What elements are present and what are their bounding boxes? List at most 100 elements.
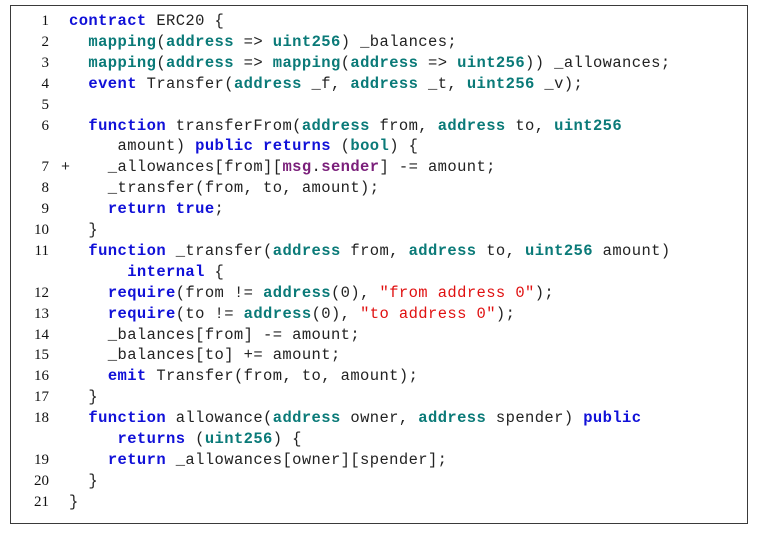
code-line: emit Transfer(from, to, amount); — [69, 366, 739, 387]
code-keyword: address — [166, 32, 234, 51]
code-keyword: returns — [263, 137, 331, 156]
code-keyword: mapping — [88, 53, 157, 72]
code-text: { — [204, 262, 225, 281]
code-keyword: uint256 — [525, 241, 593, 260]
code-text: ) { — [272, 430, 302, 448]
code-text — [69, 54, 88, 72]
code-line: _allowances[from][msg.sender] -= amount; — [69, 157, 739, 178]
code-line: return _allowances[owner][spender]; — [69, 450, 739, 471]
code-keyword: address — [301, 116, 370, 135]
code-keyword: address — [408, 241, 477, 260]
code-keyword: mapping — [88, 32, 157, 51]
line-number: 2 — [41, 33, 50, 50]
code-keyword: require — [107, 283, 176, 302]
line-number: 18 — [34, 410, 49, 427]
code-text: to, — [505, 116, 555, 135]
line-number: 3 — [41, 54, 50, 71]
line-number: 20 — [34, 472, 49, 489]
code-line: _transfer(from, to, amount); — [69, 178, 739, 199]
code-line: mapping(address => uint256) _balances; — [69, 32, 739, 53]
code-text: _transfer(from, to, amount); — [69, 179, 380, 198]
code-line: function allowance(address owner, addres… — [69, 408, 739, 429]
code-line: event Transfer(address _f, address _t, u… — [69, 74, 739, 95]
code-text — [166, 200, 176, 218]
code-line: require(from != address(0), "from addres… — [69, 283, 739, 304]
code-line: _balances[from] -= amount; — [69, 325, 739, 346]
code-keyword: uint256 — [466, 74, 535, 93]
code-line: returns (uint256) { — [69, 429, 739, 450]
line-number: 1 — [41, 13, 50, 29]
code-text: ( — [156, 32, 167, 51]
code-keyword: true — [175, 200, 215, 219]
line-number: 10 — [34, 222, 49, 238]
code-keyword: mapping — [272, 53, 341, 72]
code-text: Transfer( — [136, 74, 234, 93]
code-text — [69, 409, 88, 427]
code-line: } — [69, 220, 739, 241]
code-text: )) _allowances; — [525, 53, 671, 72]
code-keyword: uint256 — [457, 53, 526, 72]
code-text — [69, 75, 88, 93]
code-keyword: returns — [117, 430, 186, 448]
code-text: from, — [369, 116, 438, 135]
code-text: transferFrom( — [166, 116, 302, 135]
code-keyword: emit — [107, 367, 147, 386]
line-number: 8 — [41, 180, 50, 197]
code-keyword: contract — [69, 12, 147, 30]
code-text — [69, 242, 88, 260]
code-line: amount) public returns (bool) { — [69, 136, 739, 157]
code-keyword: event — [88, 74, 137, 93]
code-keyword: return — [107, 450, 167, 469]
code-text: } — [69, 492, 79, 511]
code-text: ); — [495, 304, 516, 323]
code-line: mapping(address => mapping(address => ui… — [69, 53, 739, 74]
line-number: 12 — [34, 284, 49, 301]
code-keyword: public — [195, 137, 254, 156]
code-keyword: internal — [127, 262, 205, 281]
code-text — [69, 305, 108, 323]
line-number: 15 — [34, 347, 49, 364]
code-text: ( — [340, 53, 351, 72]
code-text: ; — [214, 200, 225, 219]
code-text — [69, 200, 108, 218]
code-line: _balances[to] += amount; — [69, 345, 739, 366]
code-text — [69, 284, 108, 302]
code-keyword: uint256 — [272, 32, 341, 51]
code-keyword: address — [350, 53, 419, 72]
code-text: } — [69, 388, 99, 407]
code-line: function transferFrom(address from, addr… — [69, 116, 739, 137]
code-text: ) { — [389, 137, 419, 156]
line-number: 5 — [41, 96, 50, 113]
code-text: owner, — [340, 409, 419, 428]
code-text: amount) — [69, 137, 196, 156]
code-text: _t, — [418, 74, 467, 93]
code-keyword: address — [272, 241, 341, 260]
line-number: 13 — [34, 305, 49, 322]
line-number: 17 — [34, 389, 49, 406]
code-text: => — [233, 32, 273, 51]
code-keyword: msg — [282, 158, 312, 177]
code-text — [69, 117, 88, 135]
code-text — [253, 137, 263, 155]
code-text: Transfer(from, to, amount); — [146, 367, 419, 386]
code-keyword: bool — [350, 137, 390, 156]
code-text — [69, 430, 118, 448]
code-keyword: address — [437, 116, 506, 135]
code-text: _allowances[from][ — [69, 158, 283, 177]
code-text: spender) — [486, 409, 584, 428]
code-text: ERC20 { — [146, 12, 225, 30]
code-keyword: address — [166, 53, 234, 72]
code-line: } — [69, 471, 739, 492]
line-number: 9 — [41, 201, 50, 218]
code-keyword: address — [272, 409, 341, 428]
line-number: 19 — [34, 451, 49, 468]
code-text: } — [69, 471, 99, 490]
code-text: _f, — [301, 74, 351, 93]
code-keyword: address — [243, 304, 312, 323]
code-keyword: sender — [321, 158, 380, 177]
line-number: 14 — [34, 326, 49, 343]
code-text: _transfer( — [166, 241, 273, 260]
string-literal: "from address 0" — [379, 283, 535, 302]
line-number: 4 — [41, 75, 50, 92]
